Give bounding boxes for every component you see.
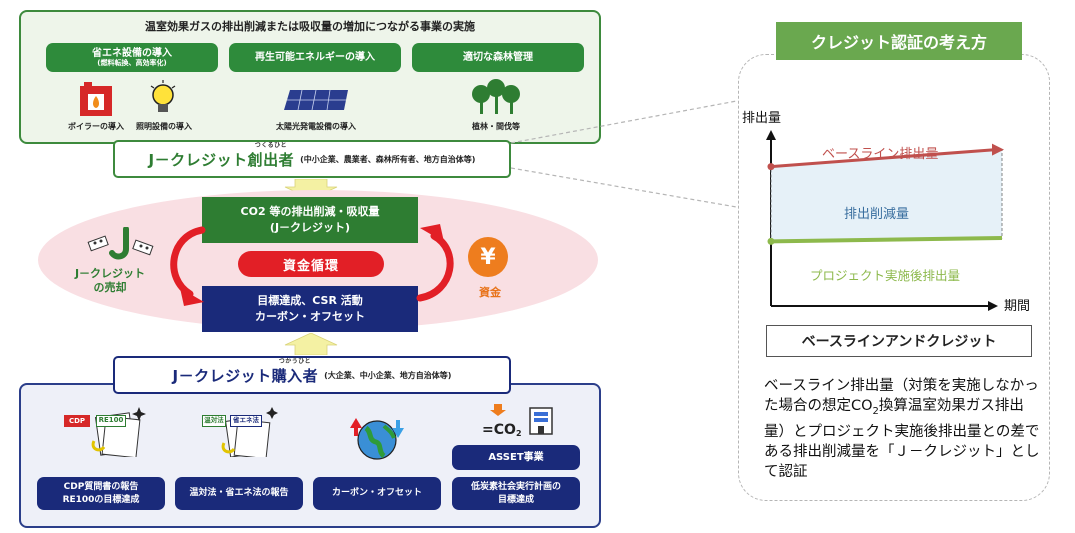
- credit-sell-line1: J－クレジット: [74, 267, 146, 280]
- credit-creator-bar: J－クレジットつくるひと創出者 (中小企業、農業者、森林所有者、地方自治体等): [113, 140, 511, 178]
- light-bulb-icon: [150, 80, 176, 112]
- pill-lowcarbon-line1: 低炭素社会実行計画の: [470, 482, 561, 493]
- baseline-series-label: ベースライン排出量: [822, 147, 938, 162]
- top-panel-title: 温室効果ガスの排出削減または吸収量の増加につながる事業の実施: [145, 20, 475, 33]
- pill-energy-saving-sub: (燃料転換、高効率化): [97, 59, 167, 68]
- pill-forest-label: 適切な森林管理: [463, 51, 533, 63]
- baseline-series-arrow: [992, 143, 1004, 156]
- buyer-ruby: つかうひと: [278, 357, 312, 365]
- buyer-paren: (大企業、中小企業、地方自治体等): [324, 370, 452, 380]
- money-cycle-bar: 資金循環: [238, 251, 384, 277]
- project-series-label: プロジェクト実施後排出量: [810, 268, 960, 283]
- pill-carbon-offset: カーボン・オフセット: [313, 477, 441, 510]
- pill-offset-line1: カーボン・オフセット: [331, 488, 422, 499]
- boiler-icon: [80, 82, 112, 116]
- caption-boiler: ボイラーの導入: [68, 122, 124, 131]
- tree-icon: [472, 79, 520, 114]
- caption-lighting: 照明設備の導入: [136, 122, 192, 131]
- credit-certification-panel: [738, 54, 1050, 501]
- asset-project-pill: ASSET事業: [452, 445, 580, 470]
- caption-forest: 植林・間伐等: [472, 122, 520, 131]
- solar-panel-icon: [284, 89, 348, 111]
- caption-solar: 太陽光発電設備の導入: [276, 122, 356, 131]
- buyer-title: J－クレジットつかうひと購入者: [172, 358, 319, 386]
- re100-tag: RE100: [96, 415, 126, 427]
- project-series-start: [767, 237, 775, 245]
- buyer-title-kanji: 購入者: [271, 366, 319, 385]
- pill-law-line1: 温対法・省エネ法の報告: [189, 488, 289, 499]
- cdp-tag: CDP: [64, 415, 90, 427]
- pill-low-carbon-plan: 低炭素社会実行計画の 目標達成: [452, 477, 580, 510]
- chart-x-arrow: [988, 301, 998, 311]
- cdp-report-icon: CDP RE100: [60, 405, 146, 457]
- money-label: 資金: [479, 286, 501, 299]
- desc-part2: 換算温室効果ガス排出量）とプロジェクト実施後排出量との差である排出削減量を「Ｊ－…: [764, 398, 1040, 480]
- project-series-line: [770, 236, 1003, 244]
- top-activity-panel: [19, 10, 601, 144]
- co2-reduction-box: CO2 等の排出削減・吸収量 (J－クレジット): [202, 197, 418, 243]
- svg-text:2: 2: [516, 429, 522, 438]
- credit-certification-title: クレジット認証の考え方: [776, 22, 1022, 60]
- pill-cdp-line1: CDP質問書の報告: [63, 482, 139, 493]
- pill-renewable-label: 再生可能エネルギーの導入: [255, 51, 375, 63]
- co2-box-line2: (J－クレジット): [269, 221, 351, 234]
- pill-lowcarbon-line2: 目標達成: [497, 494, 534, 505]
- svg-text:=CO: =CO: [482, 422, 516, 438]
- desc-sub: 2: [872, 405, 879, 417]
- credit-sell-line2: の売却: [93, 281, 127, 295]
- pill-cdp-report: CDP質問書の報告 RE100の目標達成: [37, 477, 165, 510]
- pill-forest: 適切な森林管理: [412, 43, 584, 72]
- arrow-up-bottom: [284, 333, 338, 355]
- goal-achievement-box: 目標達成、CSR 活動 カーボン・オフセット: [202, 286, 418, 332]
- yen-icon: ¥: [468, 237, 508, 277]
- shoenehou-tag: 省エネ法: [230, 415, 262, 427]
- ontaiho-tag: 温対法: [202, 415, 226, 427]
- baseline-and-credit-box: ベースラインアンドクレジット: [766, 325, 1032, 357]
- creator-ruby: つくるひと: [254, 141, 287, 149]
- pill-law-report: 温対法・省エネ法の報告: [175, 477, 303, 510]
- arrow-curve-left: [170, 226, 206, 306]
- baseline-series-start: [767, 163, 775, 171]
- creator-paren: (中小企業、農業者、森林所有者、地方自治体等): [300, 154, 476, 164]
- chart-y-arrow: [766, 130, 776, 140]
- creator-title-main: J－クレジット: [148, 150, 248, 169]
- pill-energy-saving: 省エネ設備の導入 (燃料転換、高効率化): [46, 43, 218, 72]
- goal-box-line2: カーボン・オフセット: [255, 310, 365, 323]
- co2-building-icon: =CO 2: [482, 404, 553, 438]
- certification-description: ベースライン排出量（対策を実施しなかった場合の想定CO2換算温室効果ガス排出量）…: [764, 376, 1044, 482]
- chart-x-label: 期間: [1004, 299, 1030, 314]
- globe-icon: [350, 418, 404, 460]
- credit-buyer-bar: J－クレジットつかうひと購入者 (大企業、中小企業、地方自治体等): [113, 356, 511, 394]
- pill-renewable: 再生可能エネルギーの導入: [229, 43, 401, 72]
- law-report-icon: 温対法 省エネ法: [200, 405, 280, 457]
- creator-title: J－クレジットつくるひと創出者: [148, 142, 295, 170]
- baseline-chart: 排出量 期間 ベースライン排出量 排出削減量 プロジェクト実施後排出量: [742, 111, 1030, 314]
- arrow-curve-right: [416, 224, 454, 302]
- creator-title-kanji: 創出者: [247, 150, 295, 169]
- baseline-series-line: [770, 148, 997, 169]
- chart-y-label: 排出量: [742, 111, 781, 126]
- reduction-area-label: 排出削減量: [844, 206, 909, 222]
- j-credit-sell-icon: [87, 227, 154, 260]
- desc-part1: ベースライン排出量（対策を実施しなかった場合の想定CO: [764, 378, 1039, 414]
- credit-sell-label: J－クレジット の売却: [70, 267, 150, 296]
- pill-energy-saving-label: 省エネ設備の導入: [92, 47, 172, 59]
- pill-cdp-line2: RE100の目標達成: [62, 494, 140, 505]
- co2-box-line1: CO2 等の排出削減・吸収量: [240, 204, 380, 218]
- goal-box-line1: 目標達成、CSR 活動: [257, 293, 363, 307]
- buyer-title-main: J－クレジット: [172, 366, 272, 385]
